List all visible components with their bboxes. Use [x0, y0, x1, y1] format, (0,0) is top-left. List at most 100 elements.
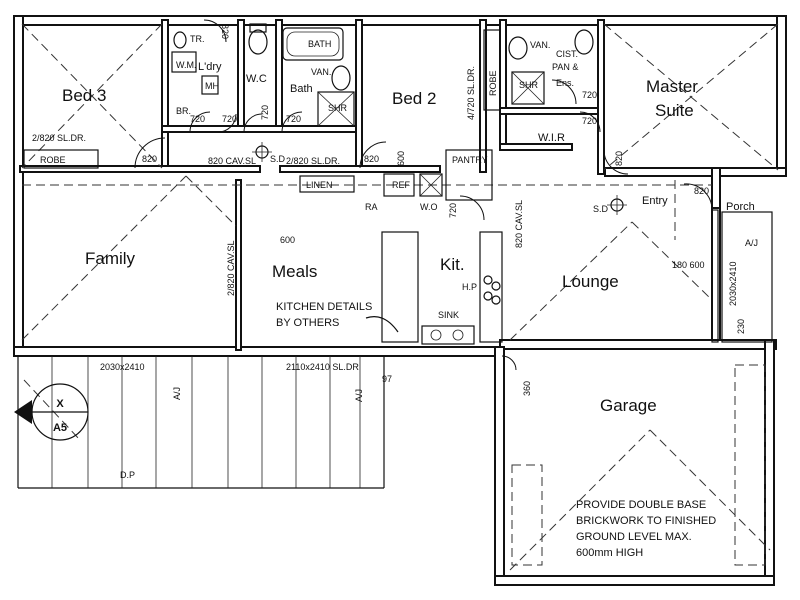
room-entry: Entry	[642, 195, 668, 207]
room-wc: W.C	[246, 73, 267, 85]
room-garage: Garage	[600, 396, 657, 415]
room-bed2: Bed 2	[392, 89, 436, 108]
room-master-line2: Suite	[655, 101, 694, 120]
dim-cav-family: 820 CAV.SL	[208, 156, 256, 166]
label-shr-bath: SHR	[328, 103, 348, 113]
door-swing	[189, 111, 211, 133]
door-swing	[243, 113, 263, 133]
note-kitchen-line2: BY OTHERS	[276, 317, 339, 329]
bed2-east-wall	[479, 19, 487, 173]
room-family: Family	[85, 249, 136, 268]
room-bath: Bath	[290, 83, 313, 95]
dim-cav-meals: 2/820 CAV.SL	[226, 240, 236, 296]
room-porch: Porch	[726, 201, 755, 213]
notes: KITCHEN DETAILS BY OTHERS PROVIDE DOUBLE…	[276, 301, 716, 559]
porch-west-wall	[711, 204, 721, 349]
wc-toilet	[248, 29, 268, 55]
dim-720-ensuite-2: 720	[582, 116, 597, 126]
label-pan: PAN &	[552, 62, 578, 72]
fixture-labels: TR. W.M. MH BR. BATH VAN. SHR VAN. CIST.…	[120, 34, 758, 480]
dim-2110-meals: 2110x2410 SL.DR	[286, 362, 359, 372]
dim-820-porch: 820	[694, 186, 709, 196]
diagonal-lines	[21, 23, 779, 571]
linen-cupboard	[299, 175, 355, 193]
dim-720-wc: 720	[260, 105, 270, 120]
deck-area	[17, 356, 385, 489]
dim-cav-kitchen: 820 CAV.SL	[514, 200, 524, 248]
section-arrow-icon	[14, 400, 32, 424]
bed3-south-wall	[19, 165, 261, 173]
bath-shower	[317, 91, 355, 127]
bed3-east-wall	[161, 19, 169, 171]
room-robe-bed2: ROBE	[488, 70, 498, 96]
garage-west-wall	[494, 346, 505, 586]
dim-600-meals: 600	[280, 235, 295, 245]
porch-door-frame	[711, 209, 719, 343]
label-wo: W.O	[420, 202, 438, 212]
wc-cistern	[249, 23, 267, 33]
label-sd-meals: S.D	[270, 154, 286, 164]
label-bathtub: BATH	[308, 39, 331, 49]
section-marker-top: X	[56, 398, 64, 410]
label-van-bath: VAN.	[311, 67, 331, 77]
dim-600-bed2: 600	[396, 151, 406, 166]
master-south-wall	[604, 167, 787, 177]
ensuite-west-wall	[499, 19, 507, 151]
bed3-robe	[23, 149, 99, 169]
family-diagonal-b	[185, 175, 237, 227]
kitchen-bench	[479, 231, 503, 343]
room-lounge: Lounge	[562, 272, 619, 291]
room-wir: W.I.R	[538, 132, 565, 144]
label-ref: REF	[392, 180, 411, 190]
door-swing	[459, 195, 485, 221]
internal-walls	[19, 19, 721, 351]
label-hp: H.P	[462, 282, 477, 292]
sink-bowl	[430, 329, 442, 341]
bath-basin	[331, 65, 351, 91]
bed2-robe	[483, 29, 501, 111]
west-wall	[13, 15, 24, 355]
dim-360: 360	[522, 381, 532, 396]
label-sink: SINK	[438, 310, 459, 320]
note-garage-line2: BRICKWORK TO FINISHED	[576, 515, 716, 527]
dim-180-600: 180 600	[672, 260, 705, 270]
dim-230: 230	[736, 319, 746, 334]
room-laundry: L'dry	[198, 61, 222, 73]
hotplate-burner	[491, 281, 501, 291]
section-marker-bottom: A5	[53, 422, 67, 434]
dim-720-ensuite-1: 720	[582, 90, 597, 100]
label-van-ensuite: VAN.	[530, 40, 550, 50]
washing-machine	[171, 51, 197, 73]
label-wm: W.M.	[176, 60, 197, 70]
dim-bed3-robe: 2/820 SL.DR.	[32, 133, 86, 143]
dim-2030-family: 2030x2410	[100, 362, 145, 372]
label-aj-1: A/J	[172, 387, 182, 400]
label-shr-ensuite: SHR	[519, 80, 539, 90]
door-swing	[603, 149, 629, 175]
master-diagonal-b	[603, 23, 779, 171]
note-kitchen-line1: KITCHEN DETAILS	[276, 301, 372, 313]
garage-south-wall	[494, 575, 775, 586]
dim-720-pantry: 720	[448, 203, 458, 218]
smoke-detectors	[252, 142, 627, 215]
garage-parking-right	[734, 364, 766, 566]
label-ens: Ens.	[556, 78, 574, 88]
label-aj-2: A/J	[354, 389, 364, 402]
door-swing	[203, 19, 227, 43]
laundry-wc-wall	[237, 19, 245, 133]
label-ra: RA	[365, 202, 378, 212]
wall-oven	[419, 173, 443, 197]
room-linen: LINEN	[306, 180, 333, 190]
pantry-box	[445, 149, 493, 201]
room-labels: Bed 3 L'dry W.C Bath Bed 2 Master Suite …	[40, 61, 755, 415]
room-pantry: PANTRY	[452, 155, 488, 165]
dim-97: 97	[382, 374, 392, 384]
door-swings	[134, 19, 713, 371]
door-swing	[359, 141, 387, 169]
lounge-diagonal-a	[509, 221, 633, 341]
room-master-line1: Master	[646, 77, 698, 96]
label-tr: TR.	[190, 34, 205, 44]
kitchen-sink	[421, 325, 475, 345]
garage-parking-left	[511, 464, 543, 566]
